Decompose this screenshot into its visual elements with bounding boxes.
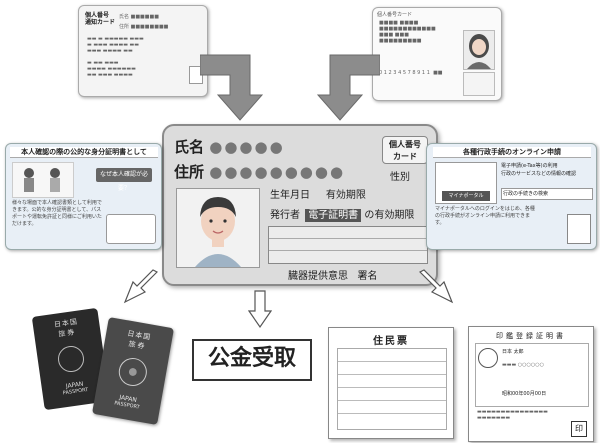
mynumber-card-front: 個人番号カード ■■■■ ■■■■■■■■■■■■■■■■■■■ ■■■■■■■…: [372, 7, 502, 101]
issuer-label: 発行者: [270, 210, 300, 221]
badge-line-1: 個人番号: [389, 140, 421, 149]
left-panel-body: 様々な場面で本人確認書類として利用できます。公的な身分証明書として、パスポートや…: [12, 200, 102, 227]
card-lines-box: [268, 226, 428, 264]
name-placeholder-dots: ●●●●●: [209, 138, 285, 156]
right-online-panel: 各種行政手続のオンライン申請 マイナポータル 電子申請(e-Tax等)の利用 行…: [426, 143, 597, 250]
document-icon: [567, 214, 591, 244]
photo-portrait: [463, 30, 495, 70]
seal-cert-birth: 昭和00年00月00日: [502, 391, 547, 397]
chrysanthemum-seal-icon: [116, 355, 150, 389]
notification-card-heading-2: 通知カード: [85, 19, 116, 26]
left-usage-panel: 本人確認の際の公的な身分証明書として なぜ本人確認が必要？ 様々な場面で本人確認…: [5, 143, 162, 250]
birth-label: 生年月日: [270, 190, 310, 201]
main-card-portrait: [176, 188, 260, 268]
juminhyo-document: 住民票: [328, 327, 454, 439]
right-panel-title: 各種行政手続のオンライン申請: [433, 147, 591, 158]
notification-card-name-label: 氏名: [119, 14, 130, 20]
right-bullet-3: 行政の手続きの検索: [501, 188, 593, 200]
notification-card-heading-1: 個人番号: [85, 12, 110, 19]
gender-label: 性別: [390, 172, 410, 183]
arrow-from-notification-card: [200, 54, 264, 121]
chrysanthemum-seal-icon: [56, 344, 86, 374]
people-illustration: [12, 162, 74, 198]
portal-screen-illustration: マイナポータル: [435, 162, 497, 204]
organ-donation-label: 臓器提供意思: [288, 271, 348, 282]
main-card-name-label: 氏名: [174, 138, 205, 156]
left-panel-button[interactable]: なぜ本人確認が必要？: [96, 168, 152, 192]
left-panel-title: 本人確認の際の公的な身分証明書として: [10, 147, 158, 158]
arrow-to-passport: [123, 269, 159, 304]
arrow-from-mynumber-card: [316, 54, 380, 121]
notification-card: 個人番号 通知カード 氏名 ■■■■■■ 住所 ■■■■■■■■ ▬▬ ▬ ▬▬…: [78, 5, 208, 97]
right-bullet-1: 電子申請(e-Tax等)の利用: [501, 163, 558, 169]
official-seal-stamp: 印: [571, 421, 587, 437]
badge-line-2: カード: [393, 152, 417, 161]
passport-front: 日本国 旅券 JAPAN PASSPORT: [91, 317, 175, 425]
right-bullet-2: 行政のサービスなどの情報の確認: [501, 171, 577, 177]
portal-label: マイナポータル: [442, 191, 490, 201]
validity-label: 有効期限: [325, 190, 366, 201]
notification-card-address-label: 住所: [119, 24, 130, 30]
main-card-address-label: 住所: [174, 163, 205, 181]
address-placeholder-dots: ●●●●●●●●●: [209, 163, 346, 181]
ecert-label: 電子証明書: [305, 209, 362, 222]
mynumber-card-front-heading: 個人番号カード: [377, 12, 413, 18]
right-panel-body: マイナポータルへのログインをはじめ、各種の行政手続がオンライン申請に利用できます…: [435, 206, 535, 226]
signature-label: 署名: [357, 271, 378, 282]
photo-portrait-sub: [463, 72, 495, 96]
card-thumbnail: [106, 214, 156, 244]
seal-registration-certificate: 印鑑登録証明書 日本 太郎 ▬▬▬ ○○○○○○ 昭和00年00月00日 ▬▬▬…: [468, 326, 594, 442]
mynumber-card-badge: 個人番号 カード: [382, 136, 428, 164]
seal-certificate-title: 印鑑登録証明書: [496, 332, 566, 340]
seal-cert-name: 日本 太郎: [502, 349, 524, 355]
arrow-to-certificates: [418, 269, 454, 304]
arrow-to-public-fund: [248, 290, 272, 329]
ecert-validity-label: の有効期限: [364, 210, 415, 221]
seal-impression-icon: [478, 348, 498, 368]
juminhyo-title: 住民票: [373, 336, 409, 347]
public-fund-receipt-box: 公金受取: [192, 339, 312, 381]
main-mynumber-card: 氏名 ●●●●● 住所 ●●●●●●●●● 個人番号 カード 性別 生年月日 有…: [162, 124, 438, 286]
